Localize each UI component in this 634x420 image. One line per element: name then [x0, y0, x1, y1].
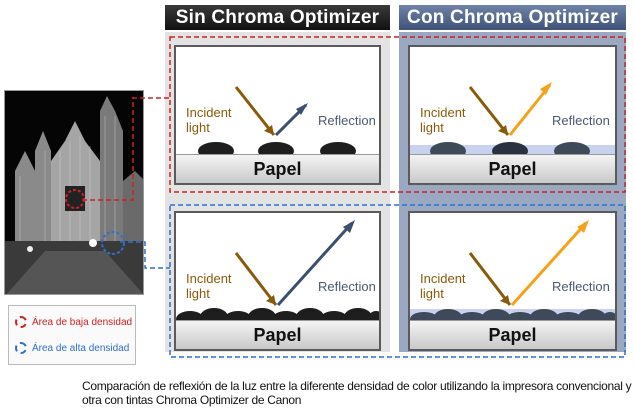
reflection-label: Reflection — [552, 279, 610, 294]
dense-ink-layer — [176, 308, 379, 323]
reflection-label: Reflection — [318, 279, 376, 294]
reflection-arrow — [508, 84, 552, 136]
ink-drop — [320, 142, 356, 157]
reflection-arrowhead — [296, 103, 308, 115]
incident-arrowhead — [266, 295, 276, 305]
incident-light-label: Incident light — [420, 271, 466, 301]
ink-drop — [198, 142, 234, 157]
reflection-diagram-high-with — [410, 220, 615, 323]
reflection-diagram-high-without — [176, 220, 379, 323]
cathedral-photo — [4, 90, 144, 295]
header-without-optimizer: Sin Chroma Optimizer — [165, 5, 390, 30]
incident-arrow — [468, 252, 512, 306]
incident-light-label: Incident light — [186, 105, 232, 135]
reflection-label: Reflection — [318, 113, 376, 128]
high-density-connector — [120, 241, 170, 269]
incident-arrow — [468, 86, 510, 136]
legend-low-label: Área de baja densidad — [32, 316, 133, 328]
figure-caption: Comparación de reflexión de la luz entre… — [82, 379, 632, 407]
legend-high-label: Área de alta densidad — [32, 342, 130, 354]
reflection-arrowhead — [577, 220, 589, 233]
density-legend: Área de baja densidad Área de alta densi… — [8, 305, 136, 365]
incident-light-label: Incident light — [420, 105, 466, 135]
header-with-optimizer: Con Chroma Optimizer — [399, 5, 626, 30]
reflection-arrow — [510, 221, 588, 307]
ink-drop — [430, 142, 466, 157]
low-density-frame — [169, 36, 626, 193]
low-density-marker-icon — [15, 316, 27, 328]
reflection-label: Reflection — [552, 113, 610, 128]
reflection-arrowhead — [343, 220, 355, 233]
paper-label: Papel — [176, 320, 379, 349]
paper-label: Papel — [410, 320, 615, 349]
reflection-diagram-low-without — [198, 86, 356, 157]
reflection-diagram-low-with — [410, 82, 615, 157]
legend-low-density: Área de baja densidad — [15, 316, 132, 328]
cathedral-illustration — [5, 91, 143, 294]
panel-high-without: Incident light Reflection Papel — [174, 211, 381, 351]
high-density-marker-icon — [15, 342, 27, 354]
high-density-frame — [169, 204, 626, 358]
paper-label: Papel — [410, 154, 615, 183]
panel-high-with: Incident light Reflection Papel — [408, 211, 617, 351]
ink-drop — [492, 142, 528, 157]
incident-arrow — [234, 252, 278, 306]
incident-light-label: Incident light — [186, 271, 232, 301]
panel-low-with: Incident light Reflection Papel — [408, 45, 617, 185]
incident-arrowhead — [498, 125, 508, 135]
incident-arrowhead — [500, 295, 510, 305]
panel-low-without: Incident light Reflection Papel — [174, 45, 381, 185]
ink-drop — [258, 142, 294, 157]
low-density-connector-path — [82, 98, 134, 201]
reflection-arrowhead — [540, 82, 552, 95]
reflection-arrow — [276, 221, 354, 307]
paper-label: Papel — [176, 154, 379, 183]
legend-high-density: Área de alta densidad — [15, 342, 129, 354]
low-density-connector — [132, 97, 170, 99]
incident-arrowhead — [264, 125, 274, 135]
ink-drop — [554, 142, 590, 157]
incident-arrow — [234, 86, 276, 136]
